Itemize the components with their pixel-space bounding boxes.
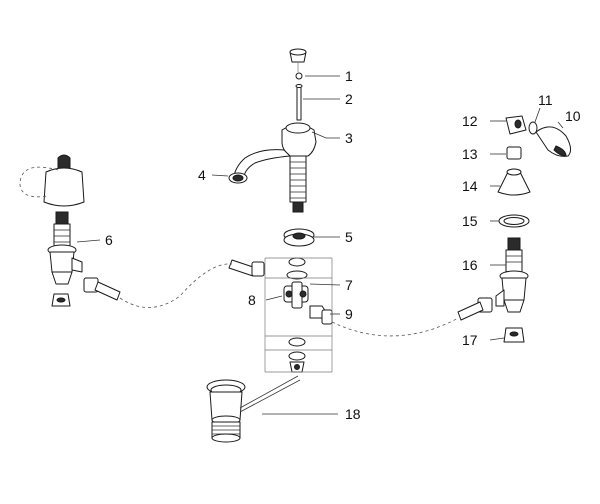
callout-6: 6 [105,232,113,248]
part-left-valve-cartridge [47,211,83,285]
callout-11: 11 [538,92,553,108]
assembly-guide-box [264,257,333,373]
part-mounting-nut [283,228,315,247]
callout-2: 2 [345,91,353,107]
callout-15: 15 [462,213,478,229]
part-spindle-rod [295,84,303,121]
callout-18: 18 [345,406,361,422]
part-right-washer-11 [528,121,538,135]
part-aerator [228,172,248,184]
callout-8: 8 [248,292,256,308]
callout-12: 12 [462,113,478,129]
part-spout-body [233,122,317,213]
hose-left [119,263,233,308]
callout-9: 9 [345,306,353,322]
part-right-hose-fitting [457,297,493,321]
part-right-sleeve [506,146,522,160]
callout-16: 16 [462,257,478,273]
callout-4: 4 [198,167,206,183]
part-right-o-ring [498,214,530,228]
callout-14: 14 [462,178,478,194]
callout-5: 5 [345,229,353,245]
callout-7: 7 [345,277,353,293]
part-left-hose-fitting [83,277,121,301]
part-left-nut [51,293,71,307]
callout-3: 3 [345,130,353,146]
callout-10: 10 [565,108,581,124]
callout-13: 13 [462,146,478,162]
part-right-bell-cover [497,168,531,196]
callout-labels: 1 2 3 4 5 6 7 8 9 10 11 12 13 14 15 16 1… [105,68,581,422]
part-pop-up-waste [206,375,301,443]
part-washer-lower [288,337,306,373]
part-hose-connector [309,305,333,325]
part-right-lever-boss [505,115,527,135]
callout-17: 17 [462,332,478,348]
part-washer-upper [286,257,308,280]
hose-right [331,317,459,337]
part-cap [289,48,307,72]
part-small-screw [295,72,303,80]
part-right-valve-cartridge [495,237,529,313]
part-right-nut [503,327,525,343]
part-t-connector [283,281,309,309]
part-right-lever-handle [535,126,572,157]
callout-1: 1 [345,68,353,84]
leader-lines [76,75,564,415]
part-left-lever-handle [19,154,85,207]
part-hose-fitting-left [228,259,265,277]
